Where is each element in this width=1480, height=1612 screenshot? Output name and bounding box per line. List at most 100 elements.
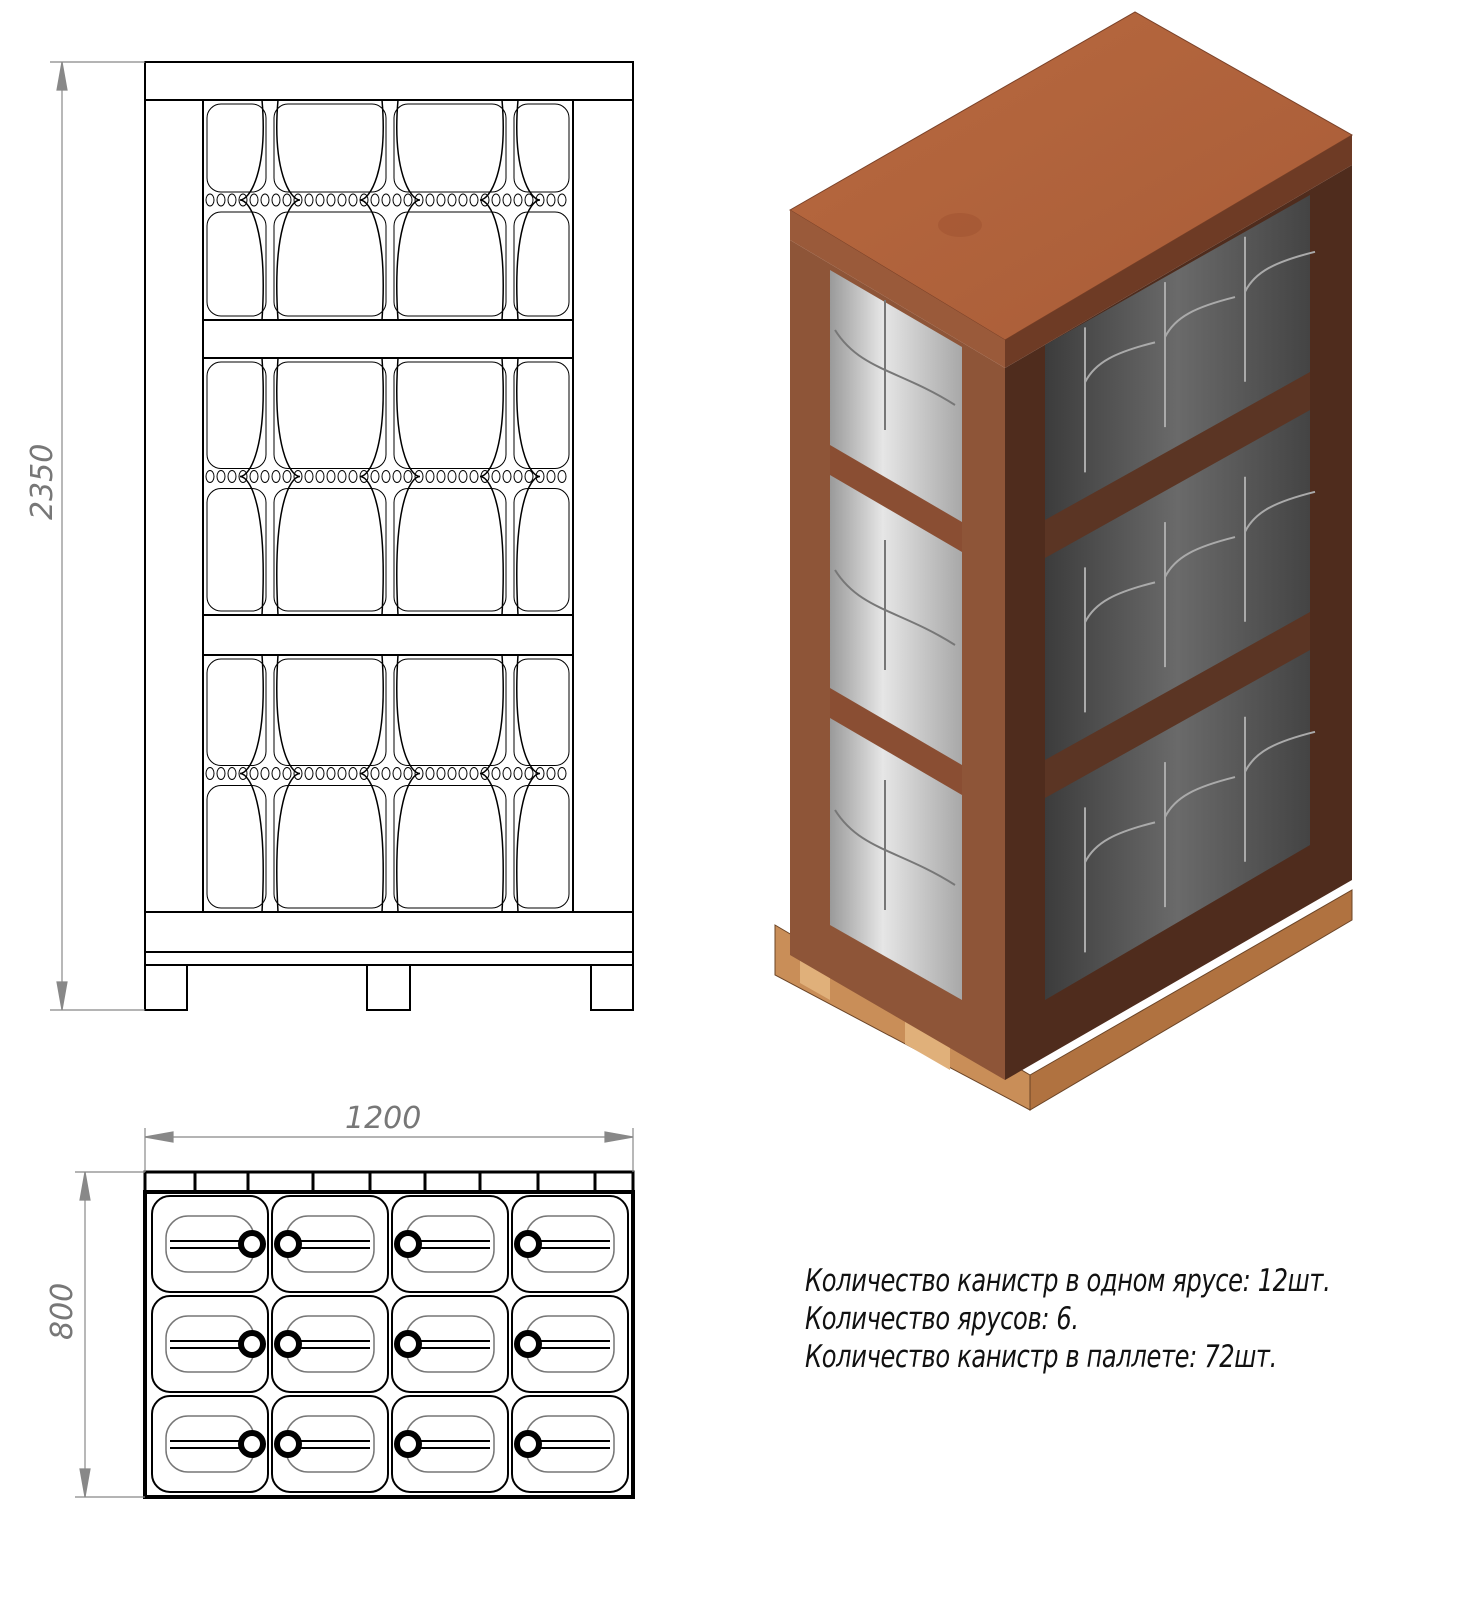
canister-top — [271, 1395, 389, 1493]
canister-top — [391, 1195, 509, 1293]
canister-neck — [274, 1230, 302, 1258]
canister-grip — [238, 470, 248, 483]
canister-grip — [205, 193, 215, 207]
canister-outline — [273, 103, 387, 193]
canister-grip — [370, 767, 380, 780]
canister-contour — [479, 99, 541, 321]
canister-highlight — [1084, 567, 1156, 713]
canister-grip — [205, 767, 215, 780]
canister-grip — [271, 767, 281, 780]
note-tiers: Количество ярусов: 6. — [805, 1301, 1079, 1337]
length-label: 1200 — [345, 1101, 421, 1136]
canister-grip — [271, 193, 281, 207]
canister-grip — [293, 470, 303, 483]
canister-contour — [239, 357, 301, 616]
canister-grip — [469, 193, 479, 207]
height-dimension — [50, 61, 145, 1011]
canister-grip — [502, 470, 512, 483]
canister-grip — [436, 470, 446, 483]
canister-grip — [436, 767, 446, 780]
canister-grip — [436, 193, 446, 207]
canister-grip — [502, 193, 512, 207]
canister-grip — [282, 193, 292, 207]
canister-highlight — [1164, 522, 1236, 668]
canister-outline — [513, 211, 570, 317]
wood-knot — [938, 213, 982, 237]
canister-highlight — [1084, 327, 1156, 473]
canister-grip — [271, 470, 281, 483]
canister-grip — [293, 193, 303, 207]
front-canisters — [205, 99, 570, 913]
canister-neck — [274, 1330, 302, 1358]
canister-grip — [326, 767, 336, 780]
canister-grip — [227, 470, 237, 483]
canister-top — [391, 1295, 509, 1393]
canister-grip — [403, 767, 413, 780]
pallet-edge — [143, 1170, 635, 1194]
canister-neck — [514, 1230, 542, 1258]
left-post — [144, 99, 204, 913]
canister-grip — [260, 193, 270, 207]
canister-grip — [392, 193, 402, 207]
canister-grip — [326, 470, 336, 483]
canister-grip — [370, 193, 380, 207]
canister-grip — [513, 470, 523, 483]
canister-neck — [238, 1430, 266, 1458]
canister-grip — [491, 470, 501, 483]
canister-grip — [535, 470, 545, 483]
canister-outline — [513, 785, 570, 909]
canister-outline — [206, 211, 267, 317]
canister-grip — [557, 470, 567, 483]
canister-grip — [370, 470, 380, 483]
canister-grip — [425, 193, 435, 207]
canister-grip — [414, 767, 424, 780]
canister-outline — [393, 658, 507, 766]
canister-grip — [480, 470, 490, 483]
canister-grip — [359, 767, 369, 780]
canister-grip — [458, 193, 468, 207]
canister-neck — [514, 1330, 542, 1358]
canister-top — [511, 1295, 629, 1393]
canister-grip — [315, 767, 325, 780]
canister-grip — [216, 470, 226, 483]
canister-grip — [205, 470, 215, 483]
width-dimension — [75, 1171, 145, 1498]
canister-grip — [524, 767, 534, 780]
canister-outline — [393, 211, 507, 317]
canister-contour — [479, 357, 541, 616]
canister-grip — [403, 193, 413, 207]
width-label: 800 — [45, 1283, 80, 1340]
pallet-top-board — [144, 911, 634, 953]
right-post — [572, 99, 634, 913]
canister-top — [151, 1195, 269, 1293]
canister-grip — [447, 767, 457, 780]
top-canisters — [151, 1195, 629, 1493]
body-outline — [144, 99, 634, 913]
canister-neck — [238, 1330, 266, 1358]
canister-top — [271, 1195, 389, 1293]
canister-grip — [557, 193, 567, 207]
canister-neck — [394, 1430, 422, 1458]
canister-neck — [514, 1430, 542, 1458]
canister-outline — [273, 488, 387, 612]
canister-neck — [238, 1230, 266, 1258]
canister-contour — [239, 99, 301, 321]
canister-outline — [206, 785, 267, 909]
canister-grip — [227, 767, 237, 780]
left-strap-1 — [830, 445, 962, 552]
canister-grip — [392, 767, 402, 780]
canister-grip — [403, 470, 413, 483]
canister-grip — [260, 470, 270, 483]
canister-grip — [249, 767, 259, 780]
canister-outline — [206, 658, 267, 766]
canister-grip — [348, 193, 358, 207]
canister-outline — [273, 785, 387, 909]
canister-contour — [834, 329, 956, 406]
canister-grip — [458, 470, 468, 483]
canister-grip — [546, 193, 556, 207]
tier-strap-2 — [202, 614, 574, 656]
canister-grip — [469, 470, 479, 483]
canister-highlight — [1244, 236, 1316, 382]
notes: Количество канистр в одном ярусе: 12шт. … — [805, 1262, 1331, 1376]
